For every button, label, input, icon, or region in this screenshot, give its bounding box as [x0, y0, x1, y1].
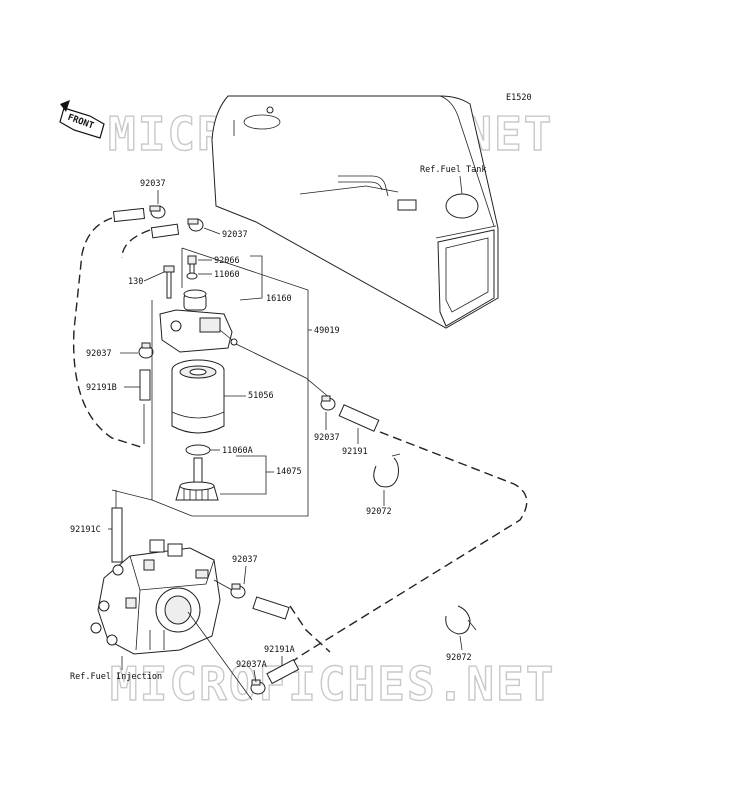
fuel-hose-main-dashed	[291, 431, 528, 663]
watermark-bottom: MICROFICHES.NET	[110, 657, 555, 711]
ref-fuel-tank-label: Ref.Fuel Tank	[420, 165, 487, 175]
part-92037-tank: 92037	[222, 230, 248, 240]
front-arrow-icon: FRONT	[59, 100, 105, 139]
part-92072-a: 92072	[366, 507, 392, 517]
clamp-92037A	[250, 679, 266, 695]
part-92037-top: 92037	[140, 179, 166, 189]
clamp-92072-a	[373, 453, 401, 488]
hose-pump	[252, 596, 290, 620]
part-92037-mid: 92037	[314, 433, 340, 443]
part-11060: 11060	[214, 270, 240, 280]
o-ring-11060A	[185, 444, 211, 456]
part-14075: 14075	[276, 467, 302, 477]
part-92037A: 92037A	[236, 660, 267, 670]
part-16160: 16160	[266, 294, 292, 304]
part-92037-left: 92037	[86, 349, 112, 359]
clamp-92037-left	[138, 342, 154, 359]
part-130: 130	[128, 277, 143, 287]
part-92037-pump: 92037	[232, 555, 258, 565]
ref-fuel-injection-label: Ref.Fuel Injection	[70, 672, 162, 682]
hose-92191C	[111, 507, 123, 563]
hose-92191	[338, 404, 380, 432]
fuel-hose-left-dashed	[72, 217, 145, 449]
diagram-code: E1520	[506, 93, 532, 103]
clamp-92037-top	[149, 205, 166, 219]
filter-element-51056	[171, 359, 225, 434]
part-92191C: 92191C	[70, 525, 101, 535]
part-49019: 49019	[314, 326, 340, 336]
part-92072-b: 92072	[446, 653, 472, 663]
filter-bowl-14075	[175, 457, 219, 501]
part-92191B: 92191B	[86, 383, 117, 393]
part-92066: 92066	[214, 256, 240, 266]
clamp-92037-pump	[230, 583, 246, 599]
part-11060A: 11060A	[222, 446, 253, 456]
clamp-92037-tank	[187, 218, 204, 232]
part-92191A: 92191A	[264, 645, 295, 655]
clamp-92037-mid	[320, 395, 336, 411]
part-51056: 51056	[248, 391, 274, 401]
clamp-92072-b	[445, 605, 477, 635]
bolt-130	[163, 265, 175, 299]
filter-head-16160	[159, 289, 238, 353]
part-92191: 92191	[342, 447, 368, 457]
fuel-tank	[211, 95, 499, 329]
hose-92191A	[266, 658, 300, 685]
fuel-injection-pump	[90, 539, 221, 655]
